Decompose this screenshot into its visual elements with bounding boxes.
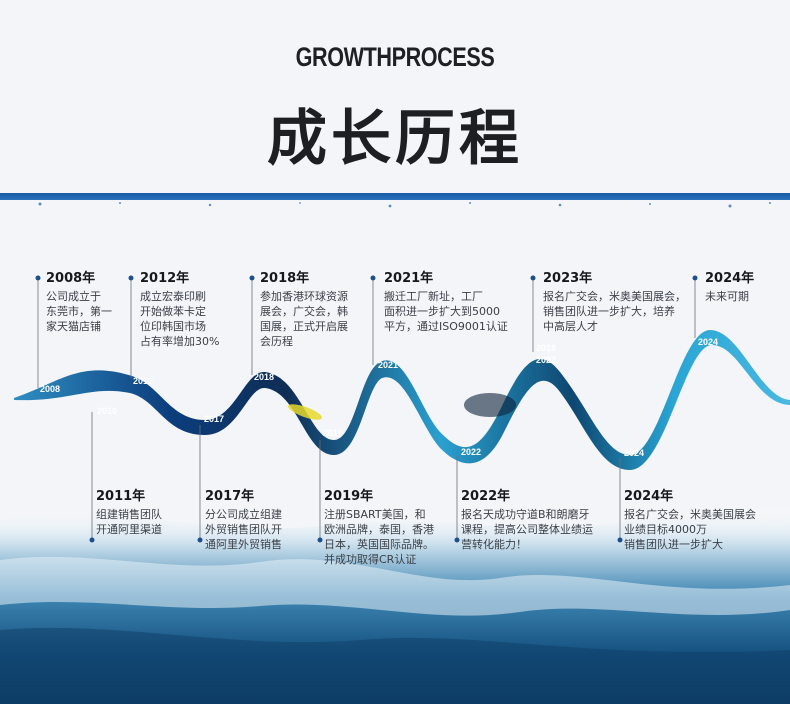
top-dots	[35, 275, 698, 281]
wave-label-2008: 2008	[40, 384, 61, 394]
wave-label-2019: 2019	[323, 428, 344, 438]
ocean-foam-2	[0, 627, 790, 704]
wave-label-2017: 2017	[204, 414, 225, 424]
event-2019: 2019年 注册SBART美国，和 欧洲品牌，泰国，香港 日本，英国国际品牌。 …	[324, 488, 434, 567]
event-year: 2011年	[96, 489, 146, 504]
event-2012: 2012年 成立宏泰印刷 开始做苯卡定 位印韩国市场 占有率增加30%	[140, 270, 219, 349]
header-band	[0, 193, 790, 200]
event-2021: 2021年 搬迁工厂新址，工厂 面积进一步扩大到5000 平方，通过ISO900…	[384, 270, 508, 334]
event-year: 2023年	[543, 271, 593, 286]
wave-label-2010: 2010	[97, 406, 118, 416]
event-year: 2017年	[205, 489, 255, 504]
event-text: 公司成立于 东莞市，第一 家天猫店铺	[46, 290, 112, 333]
event-text: 注册SBART美国，和 欧洲品牌，泰国，香港 日本，英国国际品牌。 并成功取得C…	[324, 508, 434, 566]
title-chinese: 成长历程	[267, 104, 523, 174]
event-text: 未来可期	[705, 290, 749, 303]
event-2017: 2017年 分公司成立组建 外贸销售团队开 通阿里外贸销售	[205, 488, 282, 552]
event-2023: 2023年 报名广交会，米奥美国展会， 销售团队进一步扩大，培养 中高层人才	[543, 270, 686, 334]
event-2022: 2022年 报名天成功守道B和朗磨牙 课程，提高公司整体业绩运 营转化能力！	[461, 488, 593, 552]
event-2008: 2008年 公司成立于 东莞市，第一 家天猫店铺	[46, 270, 112, 334]
event-2018: 2018年 参加香港环球资源 展会，广交会，韩 国展，正式开启展 会历程	[260, 270, 348, 349]
event-text: 参加香港环球资源 展会，广交会，韩 国展，正式开启展 会历程	[260, 290, 348, 348]
timeline-wave	[14, 330, 790, 470]
event-text: 成立宏泰印刷 开始做苯卡定 位印韩国市场 占有率增加30%	[140, 290, 220, 348]
wave-label-2012: 2012	[133, 376, 154, 386]
event-year: 2024年	[705, 271, 755, 286]
event-text: 搬迁工厂新址，工厂 面积进一步扩大到5000 平方，通过ISO9001认证	[384, 290, 508, 333]
event-text: 分公司成立组建 外贸销售团队开 通阿里外贸销售	[205, 508, 282, 551]
wave-label-2024-top: 2024	[698, 337, 719, 347]
event-2024-future: 2024年 未来可期	[705, 270, 754, 304]
event-year: 2022年	[461, 489, 511, 504]
band-splatter	[38, 202, 771, 208]
wave-label-2024-bottom: 2024	[624, 448, 645, 458]
event-2024-expo: 2024年 报名广交会，米奥美国展会 业绩目标4000万 销售团队进一步扩大	[624, 488, 756, 552]
event-year: 2019年	[324, 489, 374, 504]
event-year: 2021年	[384, 271, 434, 286]
wave-label-2022: 2022	[461, 447, 482, 457]
bottom-connectors	[91, 412, 621, 540]
event-text: 报名广交会，米奥美国展会 业绩目标4000万 销售团队进一步扩大	[624, 508, 756, 551]
wave-label-2021: 2021	[378, 360, 399, 370]
event-year: 2018年	[260, 271, 310, 286]
event-year: 2012年	[140, 271, 190, 286]
ocean-foam	[0, 556, 790, 616]
wave-label-2018b: 2018	[536, 343, 557, 353]
fin-highlight	[287, 404, 323, 420]
top-connectors	[37, 278, 696, 388]
title-english: GROWTHPROCESS	[295, 42, 495, 72]
event-2011: 2011年 组建销售团队 开通阿里渠道	[96, 488, 162, 537]
event-year: 2008年	[46, 271, 96, 286]
event-text: 报名广交会，米奥美国展会， 销售团队进一步扩大，培养 中高层人才	[543, 290, 686, 333]
diver-silhouette	[464, 393, 516, 417]
wave-label-2023: 2023	[536, 355, 557, 365]
event-text: 组建销售团队 开通阿里渠道	[96, 508, 162, 536]
bottom-dots	[89, 537, 623, 543]
event-text: 报名天成功守道B和朗磨牙 课程，提高公司整体业绩运 营转化能力！	[461, 508, 593, 551]
event-year: 2024年	[624, 489, 674, 504]
wave-label-2018: 2018	[254, 372, 275, 382]
